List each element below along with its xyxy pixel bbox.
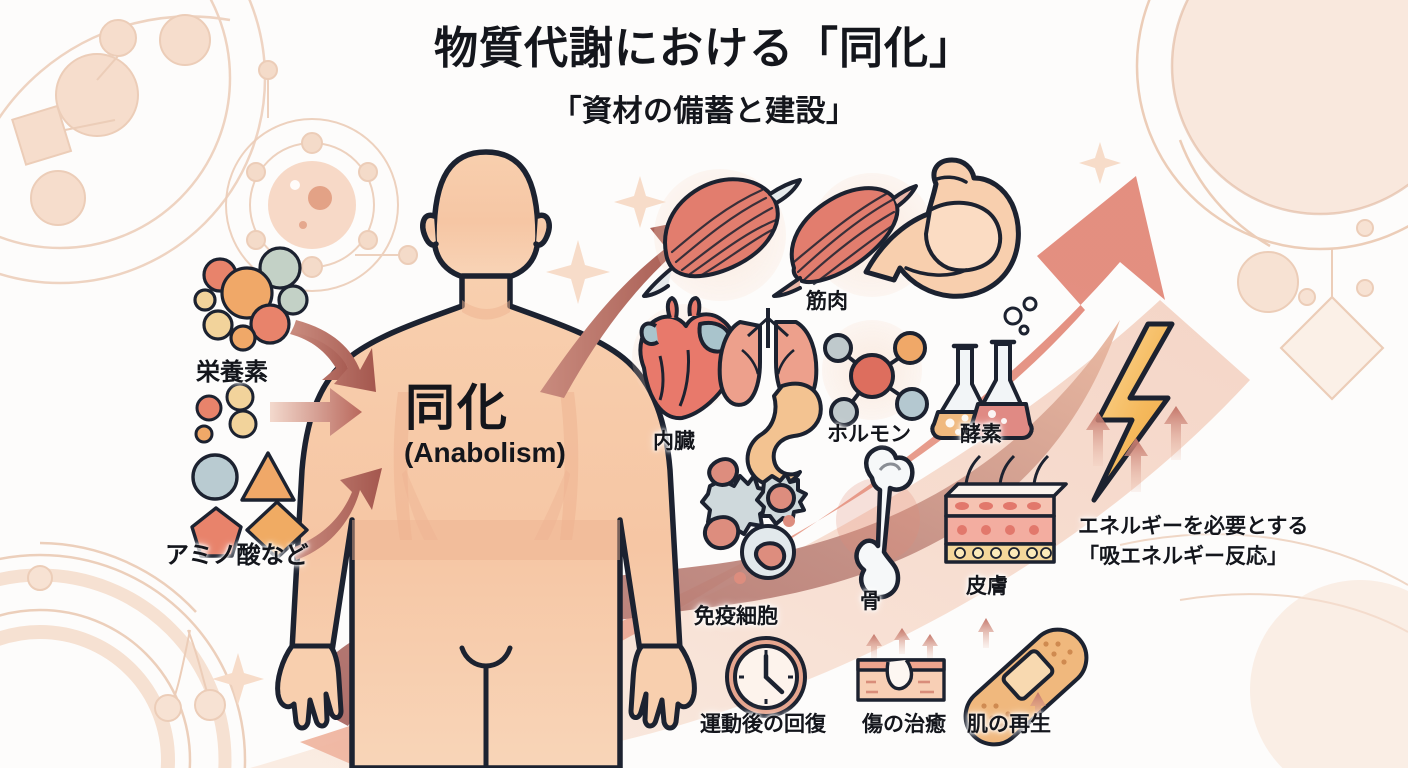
muscle-fiber-icon-2 (772, 184, 918, 298)
bandage-icon (963, 618, 1089, 747)
clock-icon (725, 636, 807, 718)
bone-icon (854, 445, 915, 600)
label-nutrients: 栄養素 (196, 359, 268, 386)
nutrient-circles-icon (193, 246, 309, 352)
label-internal-organs: 内臓 (653, 430, 695, 453)
heart-icon (638, 296, 739, 421)
nutrient-small-cluster-icon (194, 382, 258, 444)
energy-note-line2: 「吸エネルギー反応」 (1078, 544, 1288, 568)
label-amino-acids: アミノ酸など (165, 542, 309, 569)
immune-cell-icon (700, 457, 808, 584)
label-skin: 皮膚 (966, 575, 1008, 598)
label-bone: 骨 (860, 590, 881, 613)
label-post-exercise-recovery: 運動後の回復 (700, 713, 826, 736)
input-arrow-straight-mid (270, 388, 362, 436)
energy-note: エネルギーを必要とする 「吸エネルギー反応」 (1078, 512, 1348, 572)
wound-healing-icon (856, 628, 946, 702)
label-hormone: ホルモン (827, 423, 911, 446)
input-arrow-curved-bottom (292, 468, 382, 560)
input-arrow-curved-top (290, 320, 376, 392)
big-growth-arrow (300, 176, 1165, 768)
page-subtitle: 「資材の備蓄と建設」 (551, 95, 857, 128)
label-skin-regeneration: 肌の再生 (967, 713, 1051, 736)
body-to-output-arrow (540, 218, 700, 398)
energy-up-arrows (1086, 406, 1188, 492)
center-label-sub: (Anabolism) (404, 437, 566, 468)
label-wound-healing: 傷の治癒 (862, 713, 946, 736)
flexed-arm-icon (863, 157, 1021, 299)
page-title: 物質代謝における「同化」 (434, 24, 974, 73)
molecule-icon (823, 331, 929, 427)
lungs-stomach-icon (717, 308, 823, 488)
amino-acid-shapes-icon (190, 451, 309, 560)
muscle-fiber-icon (642, 177, 802, 298)
center-label-main: 同化 (405, 380, 509, 436)
flask-icon (930, 296, 1038, 440)
label-enzyme: 酵素 (960, 423, 1002, 446)
energy-note-line1: エネルギーを必要とする (1078, 515, 1309, 538)
label-muscle: 筋肉 (806, 290, 848, 313)
label-immune-cells: 免疫細胞 (694, 605, 778, 628)
skin-layers-icon (944, 454, 1068, 564)
